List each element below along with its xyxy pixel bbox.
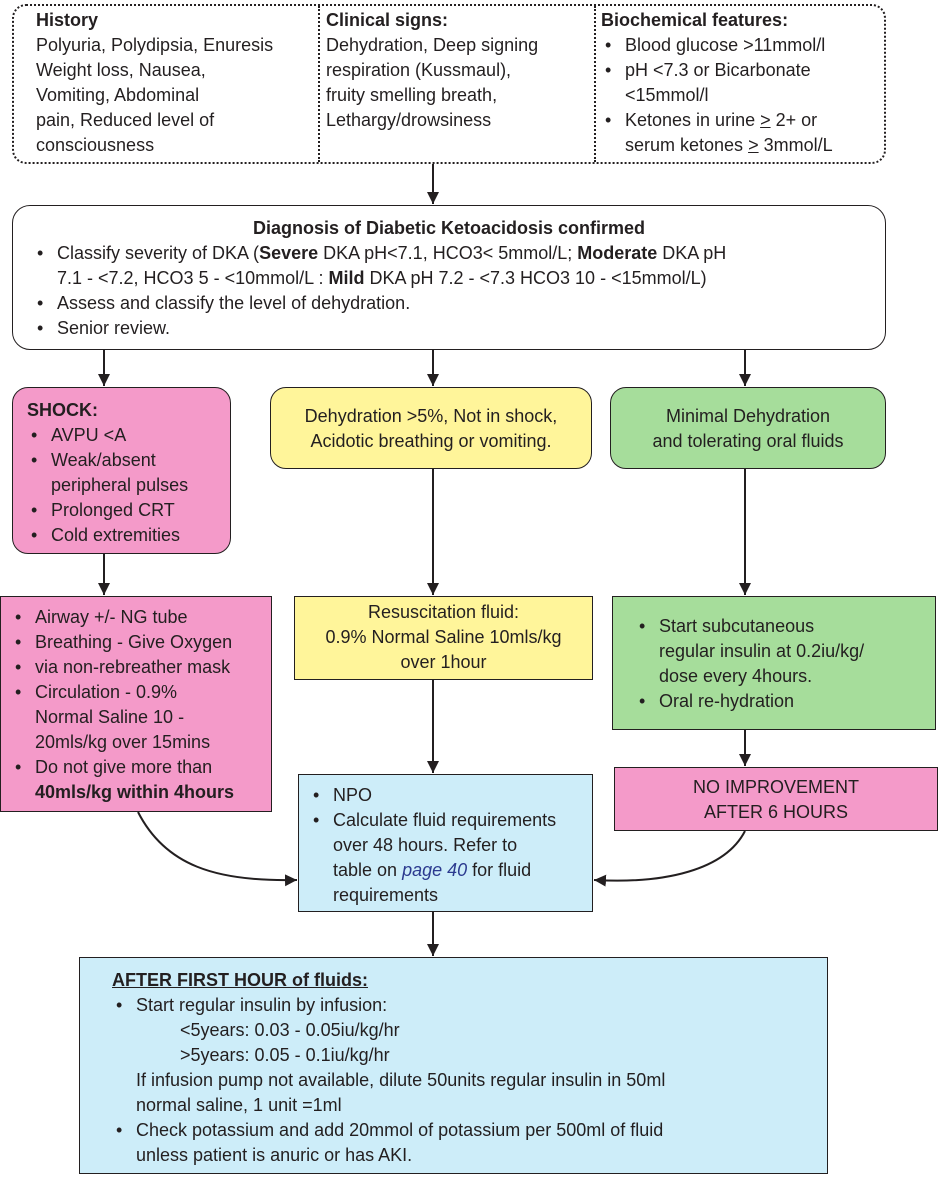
after-first-hour-title: AFTER FIRST HOUR of fluids: xyxy=(112,970,368,990)
clinical-signs-line: respiration (Kussmaul), xyxy=(326,60,512,80)
history-line: consciousness xyxy=(36,135,155,155)
shock-management-item: via non-rebreather mask xyxy=(11,655,269,680)
shock-item: Cold extremities xyxy=(27,523,226,548)
no-improvement-line: AFTER 6 HOURS xyxy=(703,802,849,822)
clinical-signs-column: Clinical signs: Dehydration, Deep signin… xyxy=(326,8,591,133)
clinical-signs-line: Dehydration, Deep signing xyxy=(326,35,539,55)
after-first-hour-box: AFTER FIRST HOUR of fluids: Start regula… xyxy=(79,957,828,1174)
history-column: History Polyuria, Polydipsia, Enuresis W… xyxy=(36,8,316,158)
arrow-no-improvement-to-npo xyxy=(593,830,746,887)
no-improvement-box: NO IMPROVEMENT AFTER 6 HOURS xyxy=(614,767,938,831)
history-line: Polyuria, Polydipsia, Enuresis xyxy=(36,35,274,55)
after-first-hour-item-insulin: Start regular insulin by infusion: <5yea… xyxy=(112,993,823,1118)
biochemical-title: Biochemical features: xyxy=(601,10,789,30)
resuscitation-fluid-line: over 1hour xyxy=(400,652,487,672)
biochemical-column: Biochemical features: Blood glucose >11m… xyxy=(601,8,883,158)
no-improvement-line: NO IMPROVEMENT xyxy=(692,777,859,797)
infusion-pump-note: If infusion pump not available, dilute 5… xyxy=(136,1070,666,1115)
history-line: Weight loss, Nausea, xyxy=(36,60,206,80)
npo-item: NPO xyxy=(309,783,588,808)
criteria-divider-2 xyxy=(594,6,596,162)
shock-management-box: Airway +/- NG tube Breathing - Give Oxyg… xyxy=(0,596,272,812)
shock-management-item: Airway +/- NG tube xyxy=(11,605,269,630)
arrow-shock-management-to-npo xyxy=(137,811,298,887)
criteria-frame xyxy=(12,4,886,164)
resuscitation-fluid-line: Resuscitation fluid: xyxy=(367,602,520,622)
shock-management-item: Breathing - Give Oxygen xyxy=(11,630,269,655)
criteria-divider-1 xyxy=(318,6,320,162)
dehydration-line: Acidotic breathing or vomiting. xyxy=(310,431,552,451)
diagnosis-box: Diagnosis of Diabetic Ketoacidosis confi… xyxy=(12,205,886,350)
diagnosis-item-senior-review: Senior review. xyxy=(33,316,865,341)
clinical-signs-line: fruity smelling breath, xyxy=(326,85,498,105)
dehydration-box: Dehydration >5%, Not in shock, Acidotic … xyxy=(270,387,592,469)
clinical-signs-line: Lethargy/drowsiness xyxy=(326,110,492,130)
history-title: History xyxy=(36,10,99,30)
insulin-dose-over-5: >5years: 0.05 - 0.1iu/kg/hr xyxy=(180,1045,390,1065)
resuscitation-fluid-line: 0.9% Normal Saline 10mls/kg xyxy=(325,627,562,647)
biochemical-item-glucose: Blood glucose >11mmol/l xyxy=(601,33,883,58)
diagnosis-item-classify-severity: Classify severity of DKA (Severe DKA pH<… xyxy=(33,241,865,291)
shock-management-item: Circulation - 0.9%Normal Saline 10 -20ml… xyxy=(11,680,269,755)
minimal-dehydration-line: and tolerating oral fluids xyxy=(652,431,844,451)
clinical-signs-title: Clinical signs: xyxy=(326,10,449,30)
insulin-dose-under-5: <5years: 0.03 - 0.05iu/kg/hr xyxy=(180,1020,400,1040)
biochemical-item-ph: pH <7.3 or Bicarbonate<15mmol/l xyxy=(601,58,883,108)
resuscitation-fluid-box: Resuscitation fluid: 0.9% Normal Saline … xyxy=(294,596,593,680)
history-line: pain, Reduced level of xyxy=(36,110,215,130)
history-line: Vomiting, Abdominal xyxy=(36,85,200,105)
diagnosis-title: Diagnosis of Diabetic Ketoacidosis confi… xyxy=(252,218,646,238)
after-first-hour-item-potassium: Check potassium and add 20mmol of potass… xyxy=(112,1118,823,1168)
minimal-dehydration-box: Minimal Dehydration and tolerating oral … xyxy=(610,387,886,469)
dehydration-line: Dehydration >5%, Not in shock, xyxy=(304,406,558,426)
shock-item: Prolonged CRT xyxy=(27,498,226,523)
diagnosis-item-assess-dehydration: Assess and classify the level of dehydra… xyxy=(33,291,865,316)
subcutaneous-insulin-item: Oral re-hydration xyxy=(635,689,931,714)
shock-item: AVPU <A xyxy=(27,423,226,448)
shock-title: SHOCK: xyxy=(27,400,98,420)
minimal-dehydration-line: Minimal Dehydration xyxy=(665,406,831,426)
page-40-link[interactable]: page 40 xyxy=(402,860,468,880)
